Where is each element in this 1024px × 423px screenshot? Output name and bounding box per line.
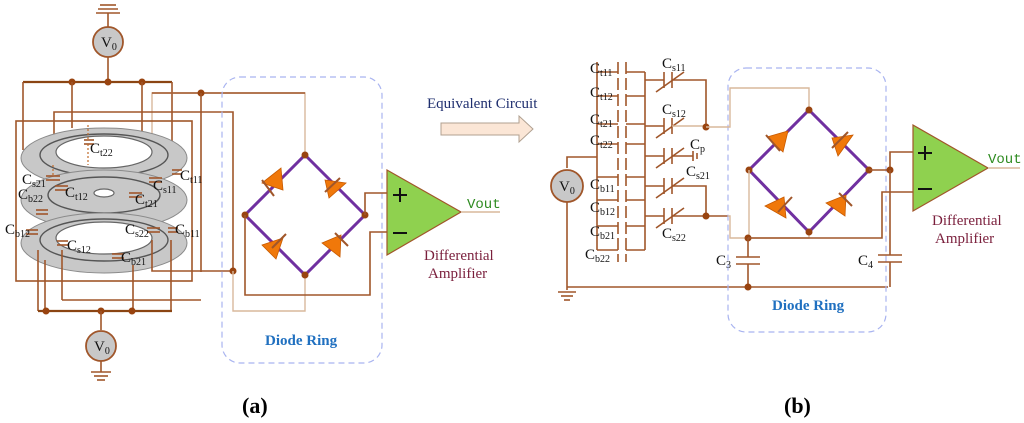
diode-ring-b: [745, 106, 873, 236]
diode-ring-label-b: Diode Ring: [772, 298, 845, 314]
diode-ring-box-b: [727, 67, 887, 333]
panel-label-a: (a): [242, 393, 268, 418]
voltage-source-bottom: V0: [85, 330, 117, 362]
cap-label-b-s22: Cs22: [662, 226, 686, 244]
diode-icon: [321, 234, 342, 258]
capacitor-c4: [878, 170, 902, 287]
cap-label-b-t11: Ct11: [590, 61, 612, 79]
svg-text:V0: V0: [559, 179, 575, 197]
cap-label-s12: Cs12: [67, 238, 91, 256]
fixed-capacitor-bank: [596, 62, 646, 262]
svg-text:V0: V0: [94, 339, 110, 357]
ground-bottom-icon: [91, 361, 111, 381]
vout-label-b: Vout: [988, 152, 1022, 168]
voltage-source-top: V0: [92, 26, 124, 58]
cap-label-b-b11: Cb11: [590, 177, 615, 195]
cap-label-c3: C3: [716, 253, 731, 271]
cap-label-b-s11: Cs11: [662, 56, 686, 74]
ground-b-icon: [558, 291, 576, 301]
differential-amplifier-a: [386, 168, 500, 257]
voltage-source-b: V0: [550, 169, 584, 203]
cap-label-b22: Cb22: [18, 187, 43, 205]
amp-label-b-line2: Amplifier: [935, 231, 994, 247]
differential-amplifier-b: [912, 123, 1020, 213]
cap-label-c4: C4: [858, 253, 873, 271]
diode-icon: [261, 167, 284, 191]
diode-ring-label-a: Diode Ring: [265, 333, 338, 349]
equivalent-circuit-label: Equivalent Circuit: [427, 96, 538, 112]
cap-label-b-t12: Ct12: [590, 85, 613, 103]
cap-label-t11: Ct11: [180, 168, 202, 186]
cap-label-t12: Ct12: [65, 185, 88, 203]
cap-label-t22: Ct22: [90, 141, 113, 159]
vout-label-a: Vout: [467, 197, 501, 213]
cap-label-b-b22: Cb22: [585, 247, 610, 265]
equivalent-circuit-arrow: Equivalent Circuit: [427, 96, 538, 144]
diode-ring-a: [241, 151, 369, 279]
diode-icon: [764, 196, 787, 219]
cap-label-b-t22: Ct22: [590, 133, 613, 151]
diode-ring-box-a: [221, 76, 383, 364]
amp-label-a-line1: Differential: [424, 248, 494, 264]
amp-label-b-line1: Differential: [932, 213, 1002, 229]
panel-b: Ct11 Ct12 Ct21 Ct22 Cb11 Cb12 Cb21 Cb22 …: [550, 56, 1022, 418]
sensor-discs: [20, 127, 188, 274]
cap-label-s22: Cs22: [125, 222, 149, 240]
diode-icon: [825, 194, 847, 217]
cap-label-b-b21: Cb21: [590, 224, 615, 242]
panel-label-b: (b): [784, 393, 811, 418]
svg-text:V0: V0: [101, 35, 117, 53]
capacitor-c3: [736, 238, 760, 291]
cap-label-b-t21: Ct21: [590, 112, 613, 130]
cap-label-s21: Cs21: [22, 172, 46, 190]
cap-label-b12: Cb12: [5, 222, 30, 240]
disc-capacitor-glyphs: [26, 125, 182, 259]
cap-label-b-p: Cp: [690, 137, 705, 155]
cap-label-b-s12: Cs12: [662, 102, 686, 120]
cap-label-b-b12: Cb12: [590, 200, 615, 218]
cap-label-b-s21: Cs21: [686, 164, 710, 182]
cap-label-b11: Cb11: [175, 222, 200, 240]
ground-top-icon: [96, 4, 120, 28]
variable-capacitor-bank: [645, 71, 728, 229]
cap-label-t21: Ct21: [135, 192, 158, 210]
cap-label-b21: Cb21: [121, 250, 146, 268]
amp-label-a-line2: Amplifier: [428, 266, 487, 282]
cap-label-s11: Cs11: [153, 178, 177, 196]
right-arrow-icon: [440, 114, 534, 144]
panel-a: V0: [5, 4, 501, 418]
